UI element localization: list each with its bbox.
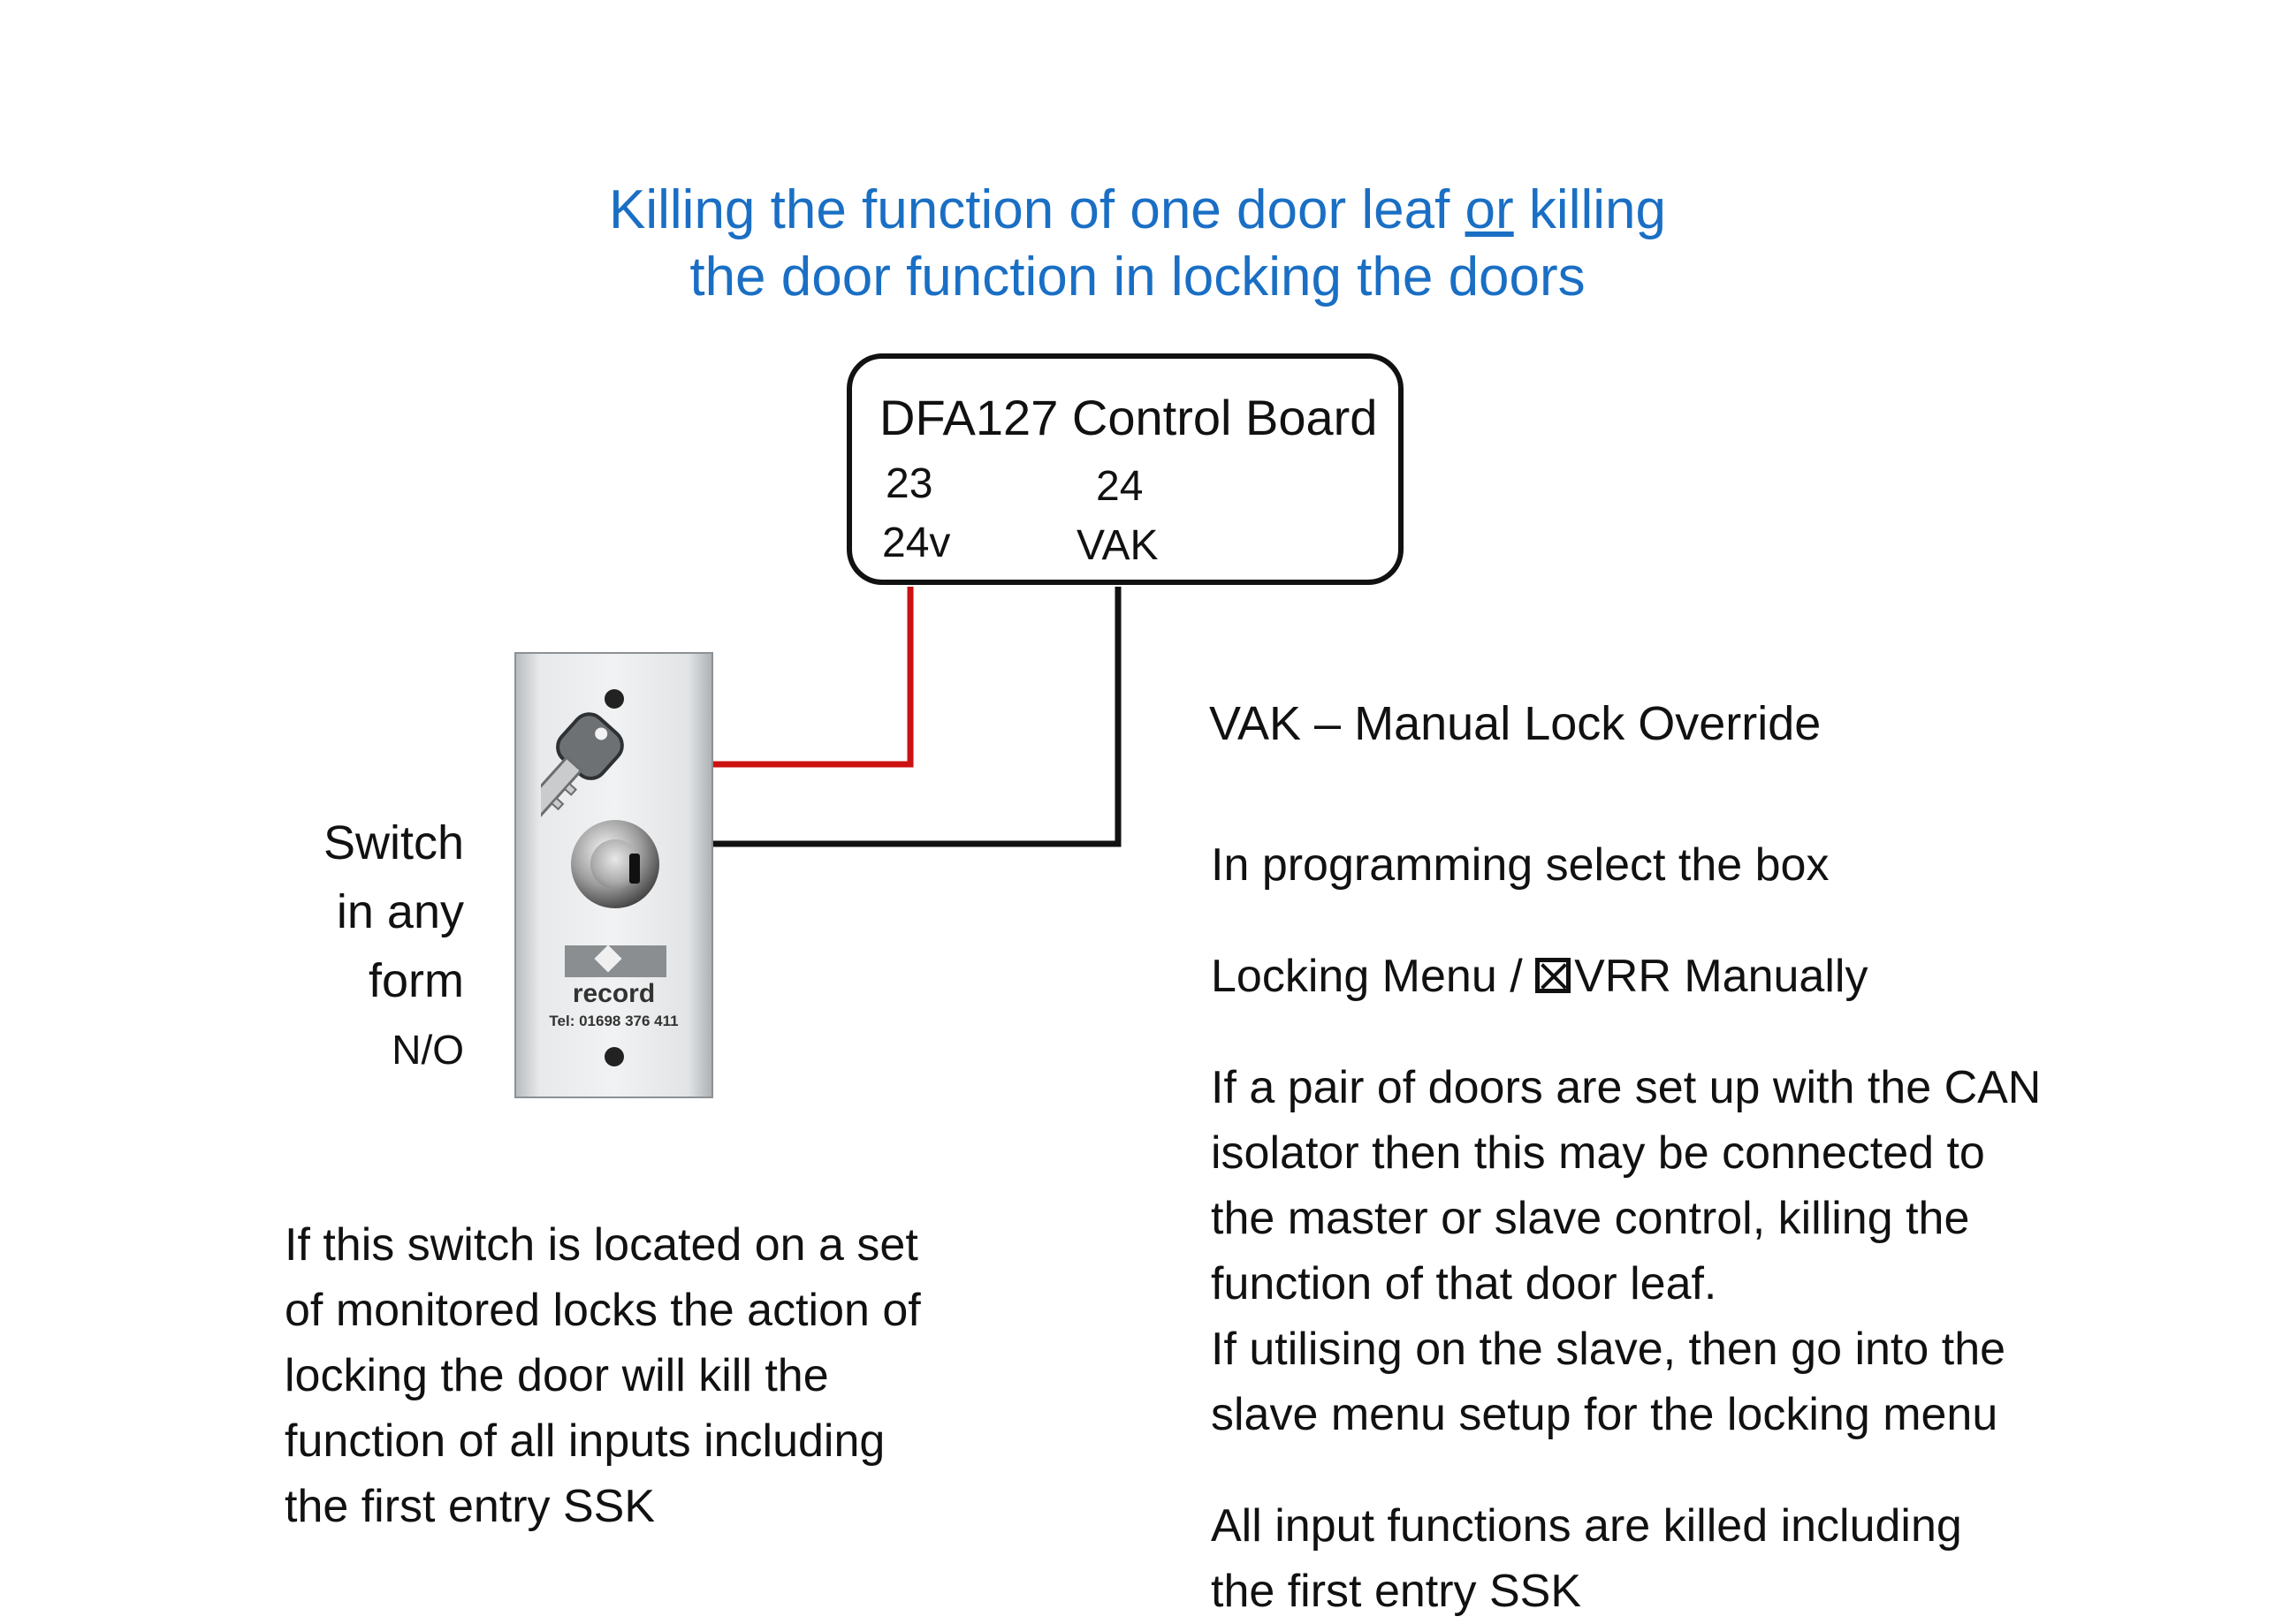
screw-top-icon bbox=[605, 689, 624, 709]
control-board-title: DFA127 Control Board bbox=[879, 390, 1378, 445]
all-killed-line: the first entry SSK bbox=[1211, 1566, 1582, 1617]
record-logo-icon bbox=[565, 945, 666, 977]
left-note: If this switch is located on a set of mo… bbox=[285, 1212, 921, 1539]
slave-note-line: slave menu setup for the locking menu bbox=[1211, 1389, 1998, 1440]
all-inputs-killed-note: All input functions are killed including… bbox=[1211, 1493, 1962, 1624]
menu-path: Locking Menu / VRR Manually bbox=[1211, 951, 1868, 1002]
key-icon bbox=[541, 712, 624, 820]
pin-23-label: 24v bbox=[882, 520, 951, 566]
slave-note-line: If utilising on the slave, then go into … bbox=[1211, 1324, 2006, 1375]
checked-box-icon bbox=[1535, 958, 1571, 993]
switch-label-line: in any bbox=[336, 885, 464, 938]
lock-barrel-icon bbox=[571, 820, 659, 908]
pin-24-label: VAK bbox=[1077, 522, 1159, 569]
wire-24v bbox=[713, 587, 914, 768]
switch-label-line: Switch bbox=[323, 816, 464, 869]
can-note-line: the master or slave control, killing the bbox=[1211, 1193, 1970, 1244]
diagram-title: Killing the function of one door leaf or… bbox=[0, 177, 2275, 311]
left-note-line: If this switch is located on a set bbox=[285, 1219, 918, 1271]
all-killed-line: All input functions are killed including bbox=[1211, 1500, 1962, 1552]
switch-label: Switch in any form N/O bbox=[265, 808, 464, 1084]
control-board-box bbox=[847, 353, 1404, 585]
screw-bottom-icon bbox=[605, 1047, 624, 1066]
left-note-line: the first entry SSK bbox=[285, 1481, 656, 1532]
switch-label-line: N/O bbox=[392, 1027, 464, 1073]
pin-24-number: 24 bbox=[1096, 463, 1144, 510]
title-line-1: Killing the function of one door leaf or… bbox=[609, 179, 1666, 240]
title-line-2: the door function in locking the doors bbox=[689, 247, 1586, 307]
switch-label-line: form bbox=[369, 954, 464, 1007]
can-note-line: function of that door leaf. bbox=[1211, 1258, 1717, 1309]
vak-heading: VAK – Manual Lock Override bbox=[1209, 697, 1822, 750]
title-underlined-word: or bbox=[1465, 179, 1514, 240]
pin-23-number: 23 bbox=[886, 460, 933, 507]
programming-note: In programming select the box bbox=[1211, 839, 1830, 891]
brand-name: record bbox=[572, 979, 656, 1008]
brand-telephone: Tel: 01698 376 411 bbox=[549, 1013, 679, 1029]
key-switch-plate: record Tel: 01698 376 411 bbox=[514, 652, 713, 1098]
wire-vak bbox=[713, 587, 1122, 847]
left-note-line: locking the door will kill the bbox=[285, 1350, 829, 1401]
can-note-line: If a pair of doors are set up with the C… bbox=[1211, 1062, 2042, 1113]
can-isolator-note: If a pair of doors are set up with the C… bbox=[1211, 1055, 2041, 1447]
left-note-line: of monitored locks the action of bbox=[285, 1285, 921, 1336]
can-note-line: isolator then this may be connected to bbox=[1211, 1127, 1985, 1179]
left-note-line: function of all inputs including bbox=[285, 1415, 886, 1467]
